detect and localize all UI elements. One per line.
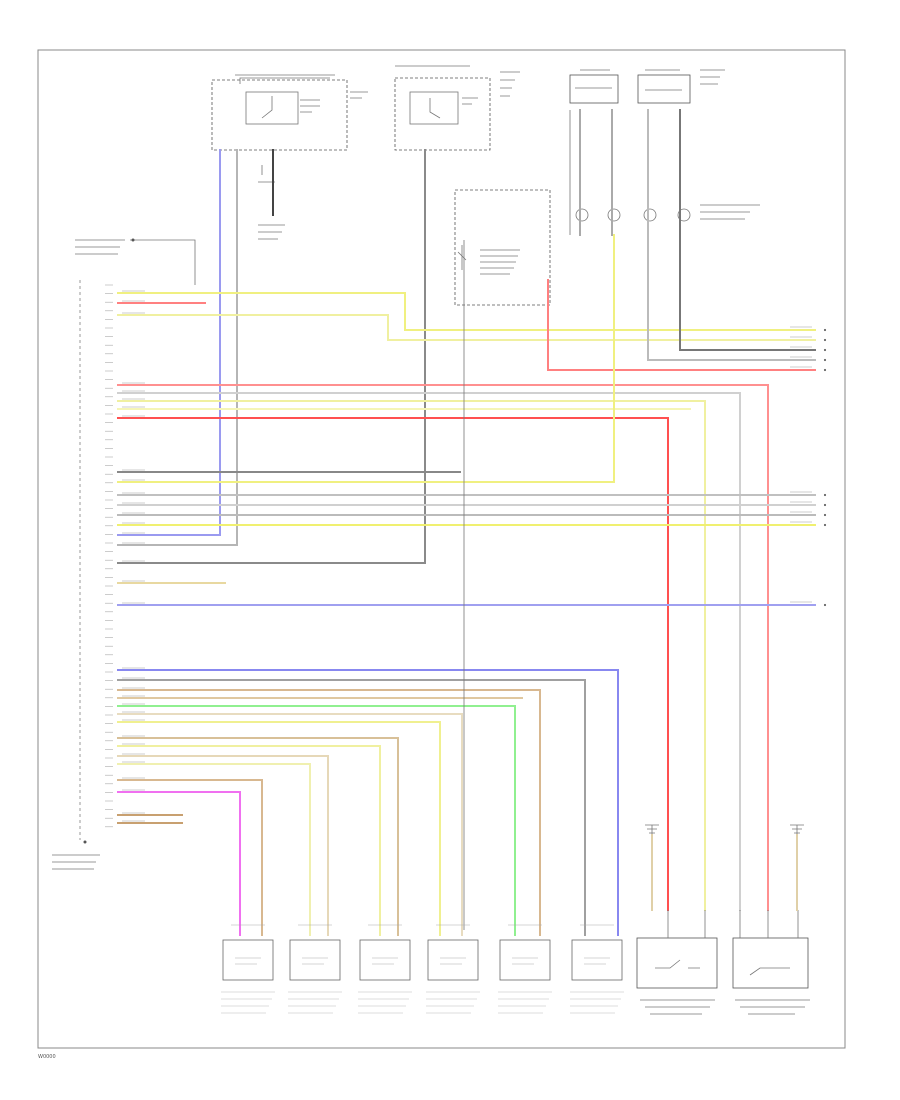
wire-grey-mid xyxy=(117,392,741,911)
wire-yellow-lower-3 xyxy=(117,763,311,936)
sensor-box xyxy=(288,924,342,1014)
wire-yellow-top-1 xyxy=(117,292,816,331)
wire-blue-lower xyxy=(117,669,619,936)
wire-color-labels xyxy=(122,290,145,822)
wire-yellow-lower-1 xyxy=(117,721,441,936)
wire-grey-2 xyxy=(117,149,426,564)
fuse-box-left xyxy=(211,74,368,151)
terminal-dot xyxy=(823,523,827,527)
terminal-dot xyxy=(823,368,827,372)
sensor-connectors-top-right xyxy=(575,204,760,222)
sensor-box xyxy=(426,924,480,1014)
wire-yellow-top-2 xyxy=(117,314,816,341)
sensor-box xyxy=(221,924,275,1014)
wire-green-lower xyxy=(117,705,516,936)
ground-connector-left xyxy=(258,165,285,240)
wire-tan-lower-1 xyxy=(117,689,541,936)
terminal-dot xyxy=(823,338,827,342)
wire-beige-lower xyxy=(117,713,463,936)
wire-yellow-lower-2 xyxy=(117,745,381,936)
right-edge-terminals xyxy=(790,326,827,607)
pin-labels xyxy=(105,284,113,828)
wire-tan-lower-3 xyxy=(117,737,399,936)
wire-yellow-right-vertical xyxy=(117,234,615,483)
sensor-box xyxy=(498,924,552,1014)
wire-darkgrey-right xyxy=(679,109,816,351)
terminal-dot xyxy=(823,513,827,517)
terminal-dot xyxy=(823,348,827,352)
wire-grey-lower xyxy=(117,679,586,936)
wire-yellow-mid-1 xyxy=(117,400,706,911)
wire-grey-1 xyxy=(117,149,238,546)
wire-red-mid-1 xyxy=(117,384,769,911)
wire-tan-lower-4 xyxy=(117,779,263,936)
module-box-right-1 xyxy=(636,910,718,1015)
fuse-box-middle xyxy=(394,65,520,151)
terminal-dot xyxy=(823,503,827,507)
module-box-right-2 xyxy=(732,910,810,1015)
terminal-dot xyxy=(823,328,827,332)
wire-beige-lower-2 xyxy=(117,755,329,936)
sensor-boxes xyxy=(221,924,624,1014)
terminal-dot xyxy=(823,603,827,607)
wire-blue-1 xyxy=(117,149,221,536)
sensor-box xyxy=(358,924,412,1014)
wire-red-right xyxy=(547,279,816,371)
connector-block-top-right xyxy=(569,69,725,104)
diagram-border xyxy=(37,49,846,1049)
indicator-lamp-box xyxy=(454,189,551,306)
control-module-connector xyxy=(52,238,196,870)
wire-pink-lower xyxy=(117,791,241,936)
sensor-box xyxy=(570,924,624,1014)
wire-lightgrey-right xyxy=(647,109,816,361)
terminal-dot xyxy=(823,358,827,362)
terminal-dot xyxy=(823,493,827,497)
wire-red-mid-2 xyxy=(117,417,669,911)
page-id: W0000 xyxy=(38,1054,56,1060)
